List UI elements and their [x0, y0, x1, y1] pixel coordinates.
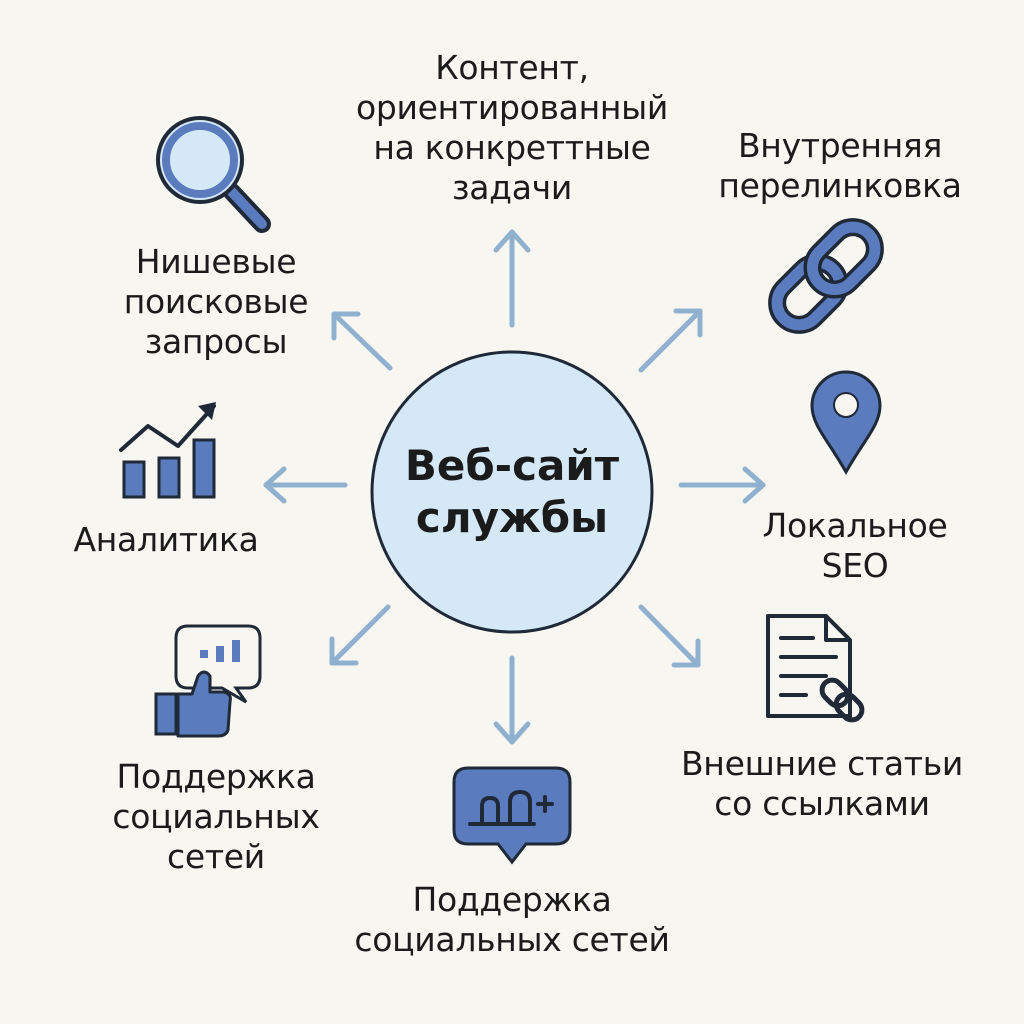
arrow-up-right	[638, 308, 703, 373]
arrow-down	[493, 655, 531, 745]
node-label-social-support-left: Поддержка социальных сетей	[112, 757, 320, 876]
chain-link-icon	[768, 218, 884, 334]
arrow-up-left	[331, 311, 393, 371]
node-label-niche-queries: Нишевые поисковые запросы	[123, 242, 309, 361]
thumbs-up-chat-icon	[154, 624, 262, 738]
arrow-right	[678, 466, 766, 504]
node-label-content: Контент, ориентированный на конкреттные …	[355, 48, 669, 207]
node-label-internal-linking: Внутренняя перелинковка	[718, 126, 962, 205]
node-label-local-seo: Локальное SEO	[762, 506, 948, 585]
node-label-external-articles: Внешние статьи со ссылками	[680, 744, 964, 823]
magnifier-icon	[156, 116, 271, 233]
arrow-down-left	[329, 604, 391, 666]
center-circle	[370, 350, 654, 634]
map-pin-icon	[810, 370, 882, 476]
node-label-social-support-bottom: Поддержка социальных сетей	[354, 880, 670, 959]
center-label: Веб-сайт службы	[404, 441, 620, 542]
document-link-icon	[766, 614, 865, 723]
arrow-up	[493, 229, 531, 328]
arrow-left	[263, 466, 348, 504]
chat-bubble-icon	[452, 766, 572, 865]
arrow-down-right	[638, 604, 701, 668]
node-label-analytics: Аналитика	[73, 520, 259, 559]
bar-chart-icon	[119, 402, 216, 499]
